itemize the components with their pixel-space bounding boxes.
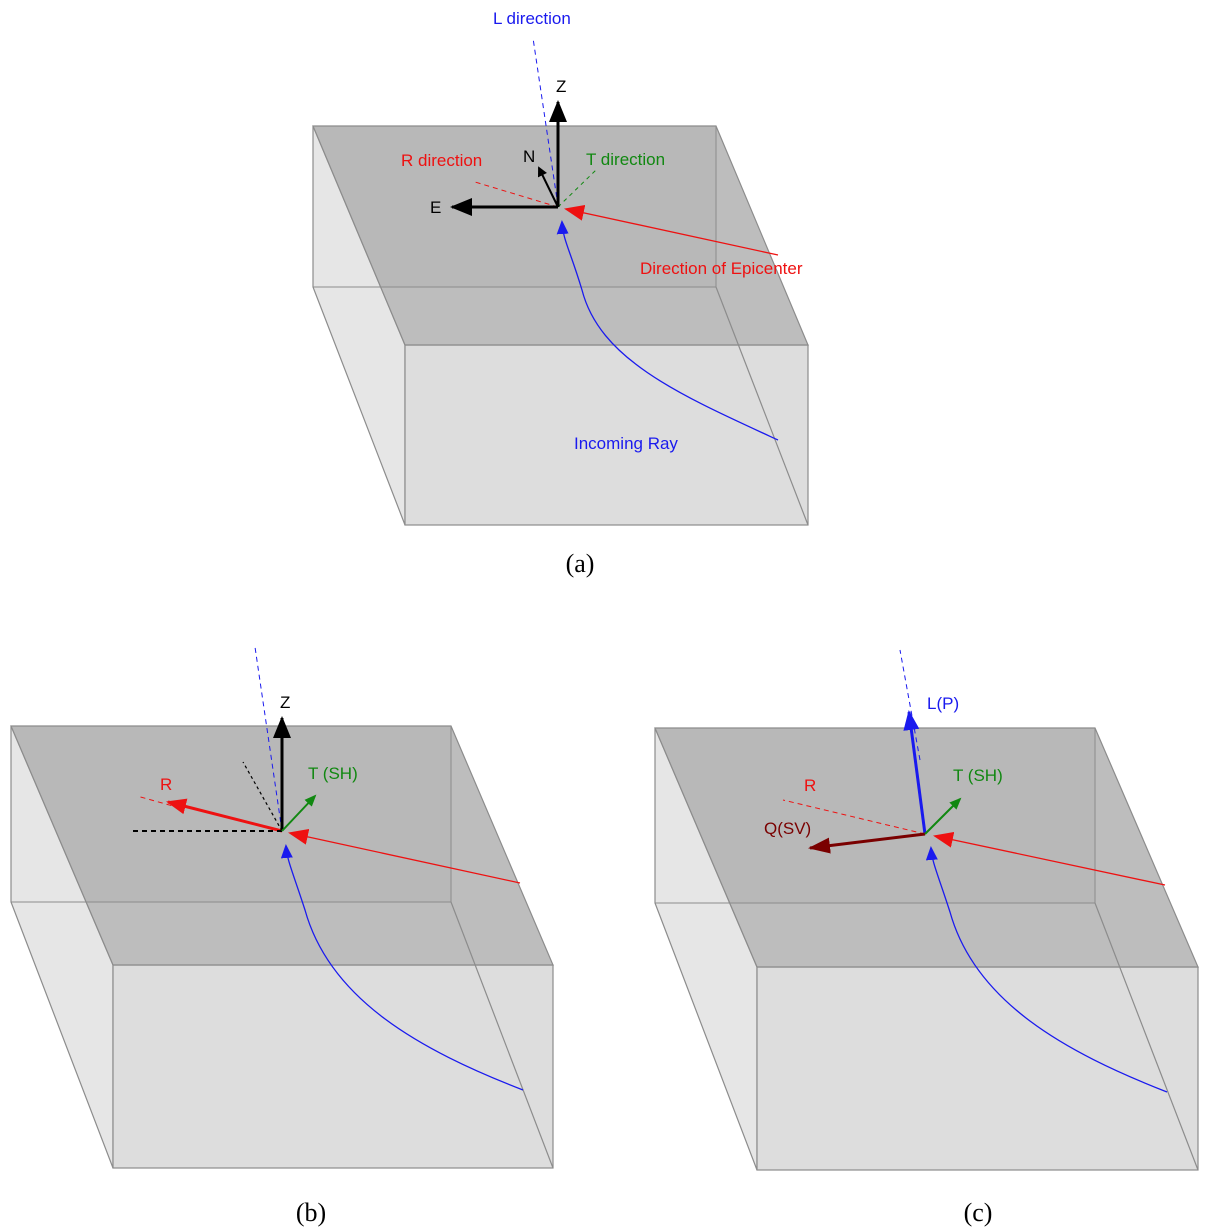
label-r-direction: R direction xyxy=(401,151,482,170)
tilt-reference-line xyxy=(242,761,283,832)
panel-a: L direction Z R direction N T direction … xyxy=(312,9,809,578)
panel-c: L(P) R T (SH) Q(SV) (c) xyxy=(654,649,1199,1227)
caption-c: (c) xyxy=(964,1198,993,1227)
panel-b: Z R T (SH) (b) xyxy=(10,646,554,1227)
incoming-ray xyxy=(556,220,779,441)
l-direction-line xyxy=(532,37,559,207)
label-r: R xyxy=(804,776,816,795)
t-arrow xyxy=(924,797,962,835)
r-arrow xyxy=(166,798,283,833)
l-direction-line xyxy=(899,649,921,761)
caption-a: (a) xyxy=(566,549,595,578)
label-epicenter: Direction of Epicenter xyxy=(640,259,803,278)
r-direction-line xyxy=(782,799,926,835)
box-a xyxy=(312,125,809,526)
q-sv-arrow xyxy=(808,832,926,854)
label-l-direction: L direction xyxy=(493,9,571,28)
t-direction-line xyxy=(557,169,597,208)
epicenter-line xyxy=(564,204,779,256)
label-t-direction: T direction xyxy=(586,150,665,169)
t-arrow xyxy=(281,794,317,832)
epicenter-line xyxy=(933,831,1166,886)
incoming-ray xyxy=(280,844,524,1091)
label-z: Z xyxy=(280,693,290,712)
label-t-sh: T (SH) xyxy=(308,764,358,783)
label-n: N xyxy=(523,147,535,166)
caption-b: (b) xyxy=(296,1198,326,1227)
label-r: R xyxy=(160,775,172,794)
incoming-ray xyxy=(925,846,1168,1093)
n-axis-arrow xyxy=(538,166,559,208)
r-direction-line xyxy=(474,181,559,208)
label-q-sv: Q(SV) xyxy=(764,819,811,838)
label-t-sh: T (SH) xyxy=(953,766,1003,785)
label-incoming-ray: Incoming Ray xyxy=(574,434,678,453)
l-p-arrow xyxy=(903,710,927,835)
box-c xyxy=(654,727,1199,1171)
epicenter-line xyxy=(288,829,521,884)
label-l-p: L(P) xyxy=(927,694,959,713)
l-direction-line xyxy=(254,646,283,832)
label-e: E xyxy=(430,198,441,217)
r-extension-line xyxy=(136,795,181,809)
label-z: Z xyxy=(556,77,566,96)
